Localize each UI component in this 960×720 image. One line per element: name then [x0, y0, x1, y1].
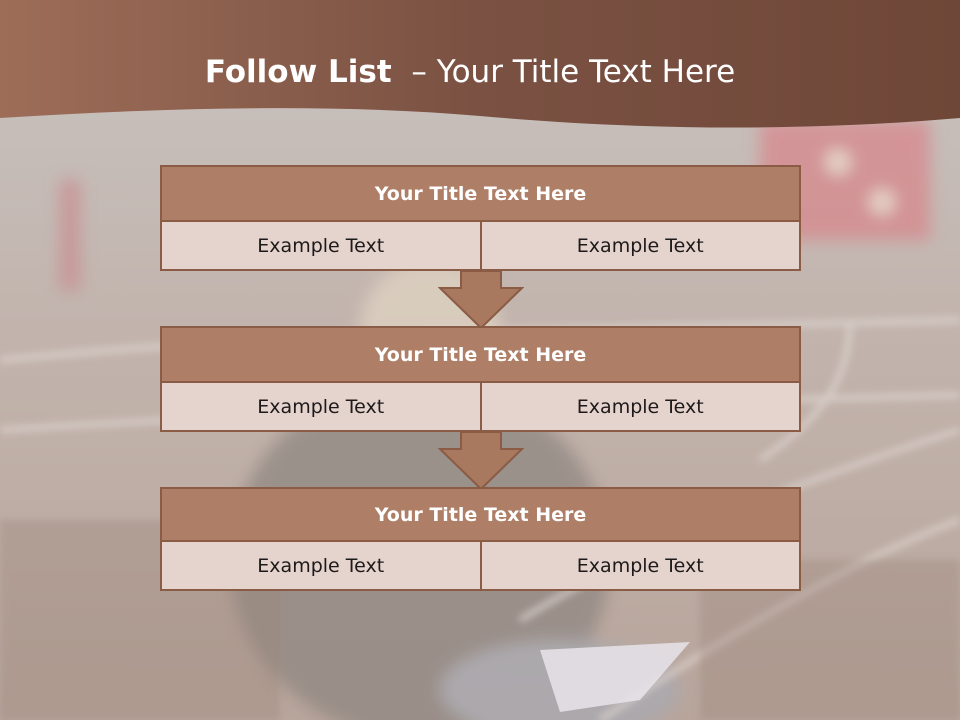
down-arrow-icon: [438, 431, 524, 491]
block-cell-right: Example Text: [481, 222, 801, 271]
block-title: Your Title Text Here: [160, 165, 801, 222]
block-row: Example Text Example Text: [160, 542, 801, 591]
block-title: Your Title Text Here: [160, 487, 801, 542]
block-cell-right: Example Text: [481, 542, 801, 591]
block-cell-right: Example Text: [481, 383, 801, 432]
list-block: Your Title Text Here Example Text Exampl…: [160, 165, 801, 271]
slide-title-rest: Your Title Text Here: [436, 54, 736, 90]
block-cell-left: Example Text: [160, 542, 482, 591]
slide-title-bold: Follow List: [204, 54, 392, 90]
list-block: Your Title Text Here Example Text Exampl…: [160, 487, 801, 591]
block-cell-left: Example Text: [160, 222, 482, 271]
block-row: Example Text Example Text: [160, 222, 801, 271]
block-title: Your Title Text Here: [160, 326, 801, 383]
list-block: Your Title Text Here Example Text Exampl…: [160, 326, 801, 432]
block-row: Example Text Example Text: [160, 383, 801, 432]
slide-title: Follow List – Your Title Text Here: [0, 54, 940, 90]
block-cell-left: Example Text: [160, 383, 482, 432]
down-arrow-icon: [438, 270, 524, 330]
slide-title-separator: –: [411, 54, 427, 90]
header-band: [0, 0, 960, 128]
